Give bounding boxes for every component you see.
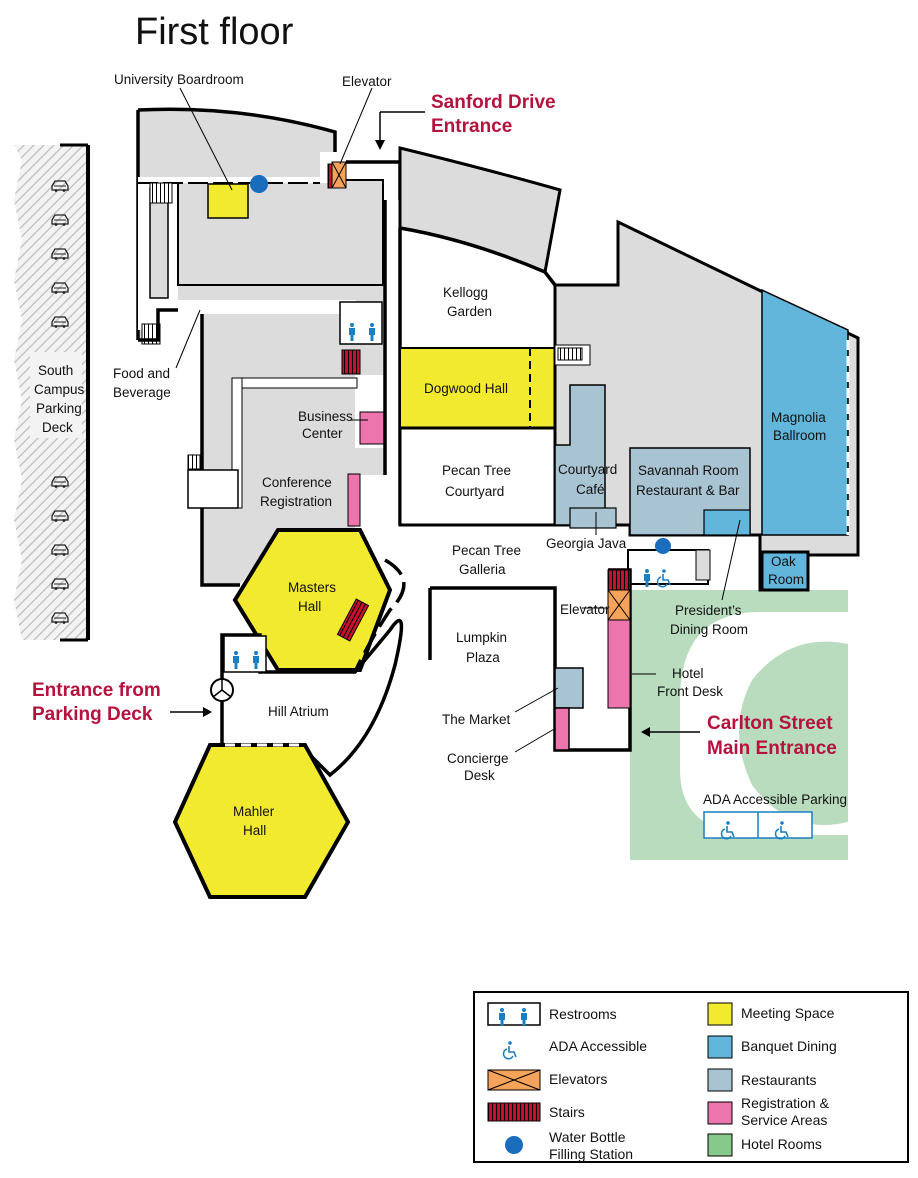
label-kellogg-1: Kellogg (443, 285, 488, 300)
label-oak-1: Oak (771, 554, 796, 569)
page-title: First floor (135, 11, 294, 53)
label-hotel-desk-1: Hotel (672, 666, 704, 681)
mahler-hall[interactable] (172, 743, 351, 899)
label-market: The Market (442, 712, 511, 727)
ada-parking-spots (703, 811, 813, 840)
label-deck-2: Campus (34, 382, 85, 397)
label-oak-2: Room (768, 572, 804, 587)
label-courtyard-cafe-2: Café (576, 482, 605, 497)
pecan-tree-courtyard[interactable] (398, 426, 557, 527)
label-georgia-java: Georgia Java (546, 536, 627, 551)
elevator-south[interactable] (607, 589, 631, 621)
label-mahler-1: Mahler (233, 804, 275, 819)
label-courtyard-cafe-1: Courtyard (558, 462, 617, 477)
university-boardroom[interactable] (207, 183, 249, 219)
label-food-2: Beverage (113, 385, 171, 400)
courtyard-cafe[interactable] (554, 384, 606, 526)
label-deck-4: Deck (42, 420, 73, 435)
label-lumpkin-1: Lumpkin (456, 630, 507, 645)
label-elevator-north: Elevator (342, 74, 392, 89)
label-galleria-2: Galleria (459, 562, 506, 577)
label-concierge-1: Concierge (447, 751, 509, 766)
label-savannah-1: Savannah Room (638, 463, 739, 478)
label-business-1: Business (298, 409, 353, 424)
north-wing-block (398, 146, 562, 275)
label-conf-reg-2: Registration (260, 494, 332, 509)
label-sanford-2: Entrance (431, 116, 512, 137)
label-pecan-courtyard-2: Courtyard (445, 484, 504, 499)
label-elevator-south: Elevator (560, 602, 610, 617)
masters-hall[interactable] (232, 528, 393, 672)
legend-restaurants: Restaurants (741, 1072, 816, 1088)
south-campus-parking-deck (14, 143, 90, 642)
label-mahler-2: Hall (243, 823, 266, 838)
label-deck-1: South (38, 363, 73, 378)
legend-registration-2: Service Areas (741, 1112, 827, 1128)
presidents-dining-room[interactable] (703, 509, 751, 536)
label-hotel-desk-2: Front Desk (657, 684, 723, 699)
label-university-boardroom: University Boardroom (114, 72, 244, 87)
label-savannah-2: Restaurant & Bar (636, 483, 740, 498)
label-presidents-2: Dining Room (670, 622, 748, 637)
label-presidents-1: President’s (675, 603, 742, 618)
label-entrance-deck-2: Parking Deck (32, 704, 153, 725)
west-wing (136, 107, 387, 587)
legend-water-1: Water Bottle (549, 1129, 626, 1145)
label-masters-2: Hall (298, 599, 321, 614)
label-pecan-courtyard-1: Pecan Tree (442, 463, 511, 478)
legend-stairs: Stairs (549, 1104, 585, 1120)
label-kellogg-2: Garden (447, 304, 492, 319)
label-magnolia-1: Magnolia (771, 410, 826, 425)
label-lumpkin-2: Plaza (466, 650, 500, 665)
label-business-2: Center (302, 426, 343, 441)
label-sanford-1: Sanford Drive (431, 92, 556, 113)
label-ada-parking: ADA Accessible Parking (703, 792, 847, 807)
label-masters-1: Masters (288, 580, 336, 595)
legend-banquet: Banquet Dining (741, 1038, 837, 1054)
water-bottle-station (250, 175, 268, 193)
label-dogwood: Dogwood Hall (424, 381, 508, 396)
label-concierge-2: Desk (464, 768, 495, 783)
label-galleria-1: Pecan Tree (452, 543, 521, 558)
legend-ada: ADA Accessible (549, 1038, 647, 1054)
legend-restrooms: Restrooms (549, 1006, 617, 1022)
hotel-front-desk[interactable] (607, 619, 631, 709)
hotel-rooms-area (630, 590, 848, 860)
legend-hotel: Hotel Rooms (741, 1136, 822, 1152)
legend-meeting: Meeting Space (741, 1005, 835, 1021)
elevator-north[interactable] (331, 161, 347, 189)
label-carlton-1: Carlton Street (707, 713, 833, 734)
legend-elevators: Elevators (549, 1071, 607, 1087)
the-market[interactable] (554, 667, 584, 709)
label-entrance-deck-1: Entrance from (32, 680, 161, 701)
legend-registration-1: Registration & (741, 1095, 830, 1111)
label-carlton-2: Main Entrance (707, 738, 837, 759)
concierge-desk[interactable] (554, 707, 570, 751)
label-hill-atrium: Hill Atrium (268, 704, 329, 719)
label-food-1: Food and (113, 366, 170, 381)
label-deck-3: Parking (36, 401, 82, 416)
legend-water-2: Filling Station (549, 1146, 633, 1162)
label-conf-reg-1: Conference (262, 475, 332, 490)
map-legend: Restrooms ADA Accessible Elevators Stair… (473, 991, 909, 1163)
oak-room[interactable] (760, 550, 810, 592)
label-magnolia-2: Ballroom (773, 428, 826, 443)
